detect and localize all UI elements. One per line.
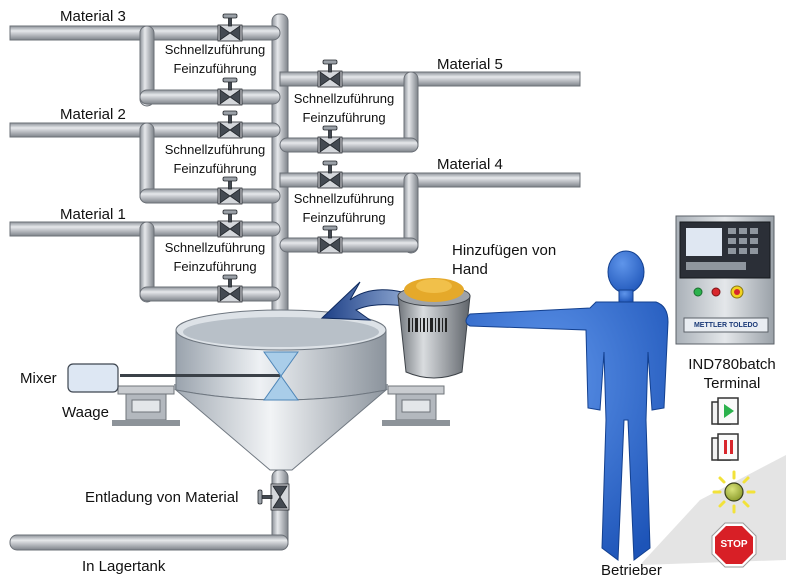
terminal-label-line-2: Terminal bbox=[703, 375, 761, 392]
fast-feed-label: Schnellzuführung bbox=[164, 42, 266, 57]
fast-feed-label: Schnellzuführung bbox=[293, 191, 395, 206]
valve-m1-fine[interactable] bbox=[217, 274, 243, 303]
valve-m2-fine[interactable] bbox=[217, 176, 243, 205]
valve-m4-fast[interactable] bbox=[317, 160, 343, 189]
valves bbox=[217, 13, 343, 511]
valve-m3-fine[interactable] bbox=[217, 77, 243, 106]
valve-m5-fine[interactable] bbox=[317, 125, 343, 154]
fast-feed-label: Schnellzuführung bbox=[164, 240, 266, 255]
storage-tank-label: In Lagertank bbox=[82, 558, 166, 575]
material-4-label: Material 4 bbox=[437, 156, 503, 173]
fine-feed-label: Feinzuführung bbox=[173, 61, 257, 76]
fine-feed-label: Feinzuführung bbox=[302, 110, 386, 125]
fast-feed-label: Schnellzuführung bbox=[293, 91, 395, 106]
valve-group-m4-label: Schnellzuführung Feinzuführung bbox=[286, 189, 402, 227]
brand-logo: METTLER TOLEDO bbox=[693, 322, 759, 329]
valve-m5-fast[interactable] bbox=[317, 59, 343, 88]
valve-group-m5-label: Schnellzuführung Feinzuführung bbox=[286, 89, 402, 127]
indicator-lamp-icon bbox=[712, 470, 756, 514]
material-2-label: Material 2 bbox=[60, 106, 126, 123]
pause-batch-icon[interactable] bbox=[711, 433, 739, 461]
scale-right bbox=[368, 384, 450, 426]
valve-m4-fine[interactable] bbox=[317, 225, 343, 254]
discharge-label: Entladung von Material bbox=[85, 489, 239, 506]
pipe-network bbox=[9, 13, 581, 551]
terminal-label-line-1: IND780batch bbox=[688, 356, 776, 373]
manual-add-line-2: Hand bbox=[452, 261, 488, 278]
manual-add-label: Hinzufügen von Hand bbox=[452, 241, 556, 279]
operator-label: Betrieber bbox=[601, 562, 662, 579]
start-batch-icon[interactable] bbox=[711, 397, 739, 425]
material-1-label: Material 1 bbox=[60, 206, 126, 223]
terminal-display bbox=[686, 228, 722, 256]
manual-add-line-1: Hinzufügen von bbox=[452, 242, 557, 259]
valve-group-m1-label: Schnellzuführung Feinzuführung bbox=[157, 238, 273, 276]
operator-figure bbox=[465, 250, 669, 561]
material-5-label: Material 5 bbox=[437, 56, 503, 73]
mixer-label: Mixer bbox=[20, 370, 57, 387]
material-3-label: Material 3 bbox=[60, 8, 126, 25]
stop-sign-text: STOP bbox=[720, 539, 748, 550]
valve-group-m3-label: Schnellzuführung Feinzuführung bbox=[157, 40, 273, 78]
valve-m1-fast[interactable] bbox=[217, 209, 243, 238]
valve-m3-fast[interactable] bbox=[217, 13, 243, 42]
fine-feed-label: Feinzuführung bbox=[302, 210, 386, 225]
manual-add-arrow bbox=[320, 281, 405, 321]
mixing-tank bbox=[120, 309, 388, 471]
scale-label: Waage bbox=[62, 404, 109, 421]
valve-m2-fast[interactable] bbox=[217, 110, 243, 139]
valve-group-m2-label: Schnellzuführung Feinzuführung bbox=[157, 140, 273, 178]
mixer-motor bbox=[67, 363, 119, 393]
terminal-label: IND780batch Terminal bbox=[684, 355, 780, 393]
material-bucket bbox=[397, 278, 471, 379]
ind780-terminal bbox=[675, 215, 775, 345]
fine-feed-label: Feinzuführung bbox=[173, 259, 257, 274]
fast-feed-label: Schnellzuführung bbox=[164, 142, 266, 157]
stop-sign-icon[interactable] bbox=[711, 522, 757, 568]
fine-feed-label: Feinzuführung bbox=[173, 161, 257, 176]
valve-discharge[interactable] bbox=[257, 483, 290, 511]
